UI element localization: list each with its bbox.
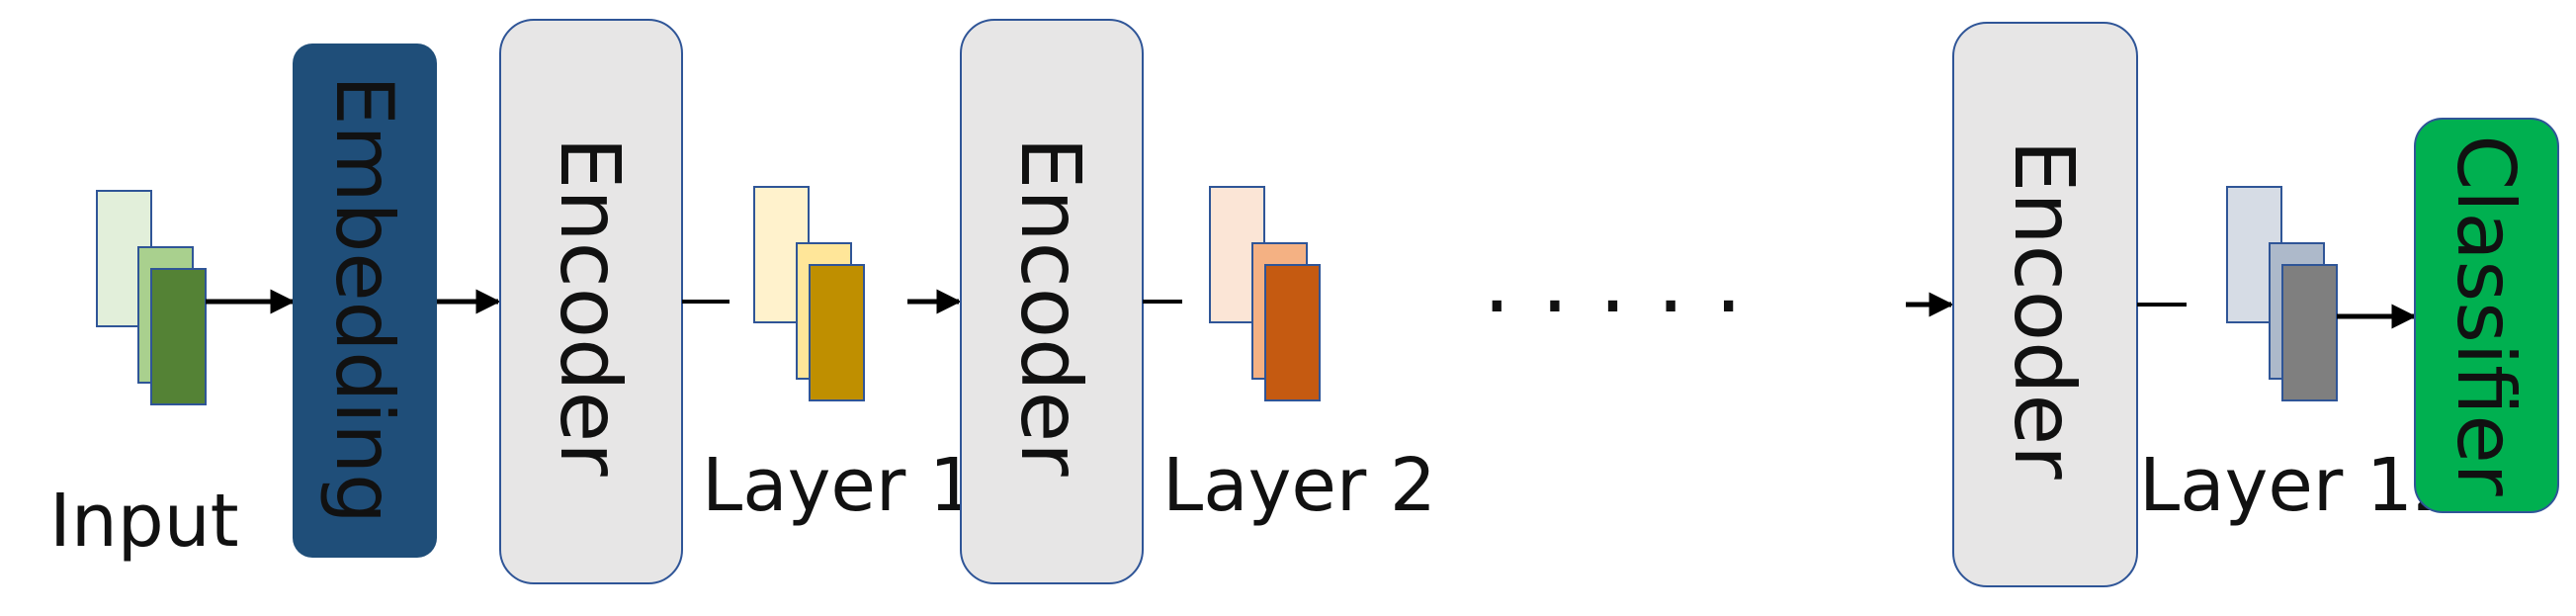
embedding-block [293, 44, 437, 558]
layer-1-card-front [809, 264, 865, 401]
encoder-12-label: Encoder [1996, 139, 2093, 480]
layer-2-cards [1209, 186, 1321, 401]
layer-12-caption: Layer 12 [2139, 443, 2459, 528]
input-card-front [150, 268, 207, 405]
input-cards [96, 190, 207, 405]
layer-1-cards [753, 186, 865, 401]
classifier-block [2414, 118, 2559, 513]
layer-12-card-front [2281, 264, 2338, 401]
layer-2-caption: Layer 2 [1162, 443, 1436, 528]
layer-12-cards [2226, 186, 2338, 401]
layer-2-card-front [1264, 264, 1321, 401]
encoder-2-label: Encoder [1002, 136, 1099, 477]
embedding-label: Embedding [318, 75, 410, 524]
classifier-label: Classifier [2440, 134, 2532, 495]
layer-1-caption: Layer 1 [702, 443, 976, 528]
ellipsis-dots: ..... [1483, 229, 1772, 333]
encoder-1-label: Encoder [542, 136, 639, 477]
input-caption: Input [49, 479, 239, 564]
